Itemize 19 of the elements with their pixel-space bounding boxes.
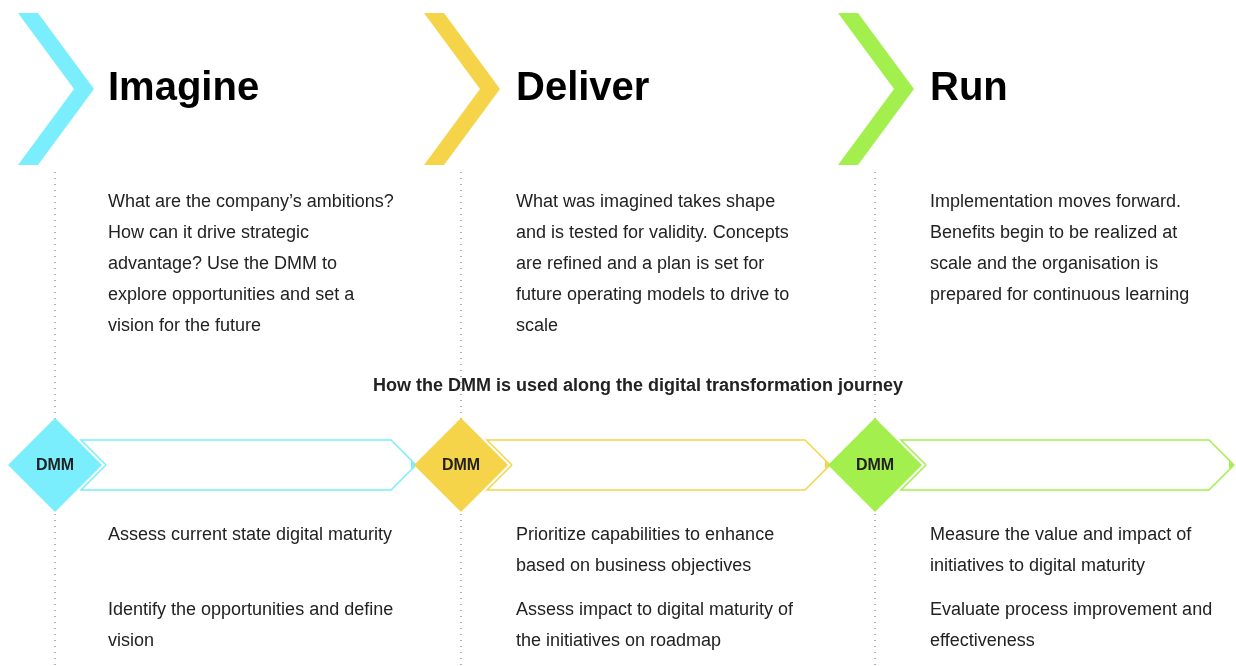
phase-description: What are the company’s ambitions? How can it drive strategic advantage? Use the DMM to explore opportunities and set a vision for the future xyxy=(108,190,395,337)
chevron-arrow xyxy=(79,439,417,491)
step-text: Evaluate process improvement and effectiveness xyxy=(930,598,1214,652)
node-label: DMM xyxy=(855,455,895,475)
phase-heading: Imagine xyxy=(108,66,260,106)
phase-heading: Deliver xyxy=(516,66,650,106)
step-text: Assess current state digital maturity xyxy=(108,523,394,546)
chevron-arrow xyxy=(899,439,1235,491)
step-text: Measure the value and impact of initiatives to digital maturity xyxy=(930,523,1193,577)
phase-description: Implementation moves forward. Benefits begin to be realized at scale and the organisation is prepared for continuous learning xyxy=(930,190,1191,306)
step-text: Prioritize capabilities to enhance based on business objectives xyxy=(516,523,776,577)
chevron-arrow xyxy=(485,439,831,491)
step-text: Assess impact to digital maturity of the initiatives on roadmap xyxy=(516,598,795,652)
step-text: Identify the opportunities and define vision xyxy=(108,598,395,652)
phase-heading: Run xyxy=(930,66,1008,106)
node-label: DMM xyxy=(35,455,75,475)
node-label: DMM xyxy=(441,455,481,475)
diagram-title: How the DMM is used along the digital transformation journey xyxy=(371,374,904,397)
phase-description: What was imagined takes shape and is tested for validity. Concepts are refined and a plan is set for future operating models to drive to scale xyxy=(516,190,791,337)
